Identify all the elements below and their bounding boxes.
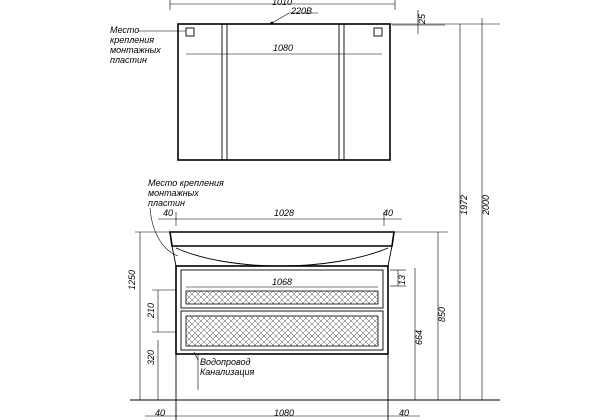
upper-drawer-hatch (185, 290, 379, 305)
dim-label-210: 210 (146, 303, 156, 319)
dim-label-1250: 1250 (127, 270, 137, 290)
mirror-cabinet: 1010 220В 25 1080 Место крепления монтаж… (110, 0, 445, 161)
inner-width-label: 1080 (273, 43, 293, 53)
vanity-mount-note-2: монтажных (148, 188, 199, 198)
mount-note-line-4: пластин (110, 55, 147, 65)
top-basin-width-label: 1028 (274, 208, 294, 218)
mount-plate-right (373, 27, 383, 37)
cabinet-body (177, 23, 391, 161)
basin-top (169, 231, 395, 247)
mount-plate-left (185, 27, 195, 37)
height-dimensions-right: 1972 2000 850 664 13 (390, 18, 500, 400)
bottom-left-label: 40 (155, 408, 165, 418)
mount-note-line-2: крепления (110, 35, 154, 45)
power-label: 220В (290, 6, 312, 16)
lower-drawer-hatch (185, 315, 379, 347)
dim-label-850: 850 (437, 307, 447, 322)
top-cut-dim-label: 1010 (272, 0, 292, 7)
dim-label-13: 13 (397, 275, 407, 285)
bottom-width-label: 1080 (274, 408, 294, 418)
dim-label-2000: 2000 (481, 195, 491, 216)
dim-label-1972: 1972 (459, 195, 469, 215)
bottom-right-label: 40 (399, 408, 409, 418)
mount-note-line-3: монтажных (110, 45, 161, 55)
top-offset-label: 25 (417, 13, 427, 25)
vanity-mount-leader (149, 207, 179, 257)
dim-label-320: 320 (146, 350, 156, 365)
top-right-margin-label: 40 (383, 208, 393, 218)
vanity-unit: Место крепления монтажных пластин 40 102… (127, 178, 500, 420)
top-left-margin-label: 40 (163, 208, 173, 218)
vanity-mount-note-3: пластин (148, 198, 185, 208)
mount-note-line-1: Место (110, 25, 139, 35)
water-note-line-1: Водопровод (200, 357, 250, 367)
drawer-width-label: 1068 (272, 277, 292, 287)
dim-label-664: 664 (414, 330, 424, 345)
water-note-line-2: Канализация (200, 367, 254, 377)
power-leader (271, 12, 318, 24)
vanity-mount-note-1: Место крепления (148, 178, 224, 188)
water-leader (193, 351, 199, 361)
basin-sides (171, 245, 393, 267)
upper-drawer (180, 269, 384, 309)
vanity-body (175, 265, 389, 355)
lower-drawer (180, 310, 384, 351)
basin-bowl (175, 247, 389, 267)
